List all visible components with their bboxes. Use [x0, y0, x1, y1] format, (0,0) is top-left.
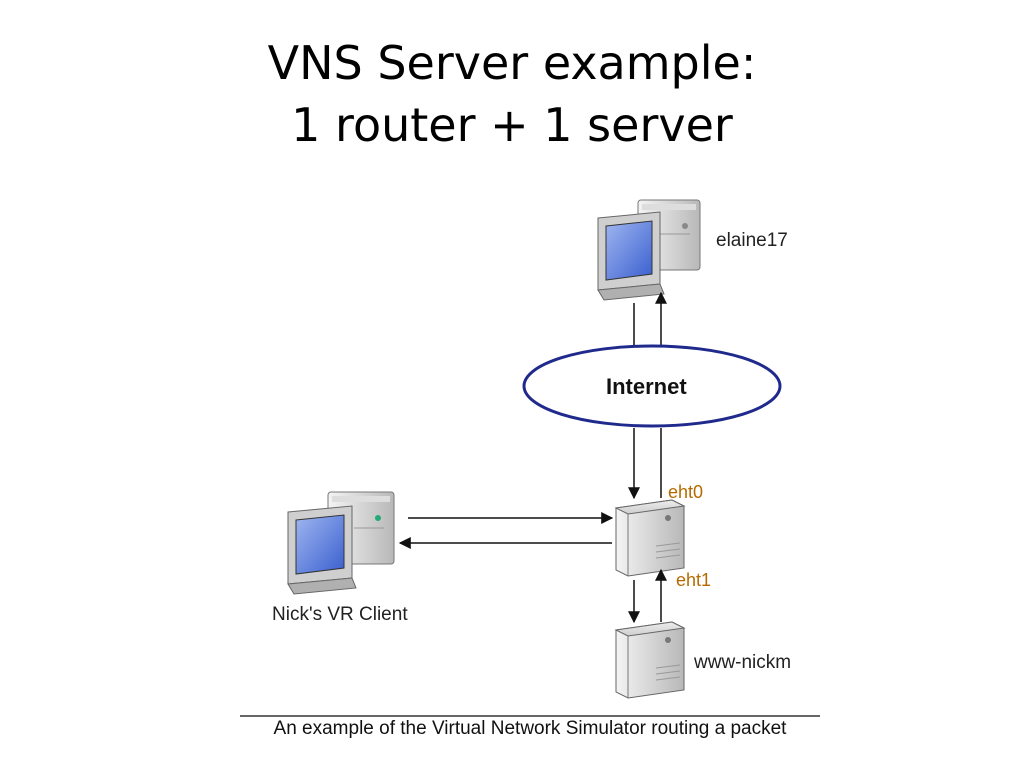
elaine17-label: elaine17 — [716, 230, 788, 251]
eth1-label: eht1 — [676, 570, 712, 590]
slide-title-line-1: VNS Server example: — [267, 36, 757, 90]
router-server-icon — [614, 499, 686, 577]
client-label: Nick's VR Client — [272, 604, 408, 625]
www-nickm-label: www-nickm — [694, 652, 792, 673]
network-diagram: elaine17 Internet eht0 eht1 Nick's VR Cl… — [240, 160, 820, 750]
slide-title-line-2: 1 router + 1 server — [291, 98, 733, 152]
www-nickm-server-icon — [614, 621, 686, 699]
internet-label: Internet — [606, 374, 687, 399]
figure-caption: An example of the Virtual Network Simula… — [273, 718, 787, 739]
slide-title: VNS Server example: 1 router + 1 server — [0, 32, 1024, 156]
elaine17-computer-icon — [597, 199, 701, 301]
eth0-label: eht0 — [668, 482, 704, 502]
network-diagram-canvas — [240, 199, 820, 717]
internet-cloud — [522, 344, 782, 428]
client-computer-icon — [287, 491, 395, 595]
